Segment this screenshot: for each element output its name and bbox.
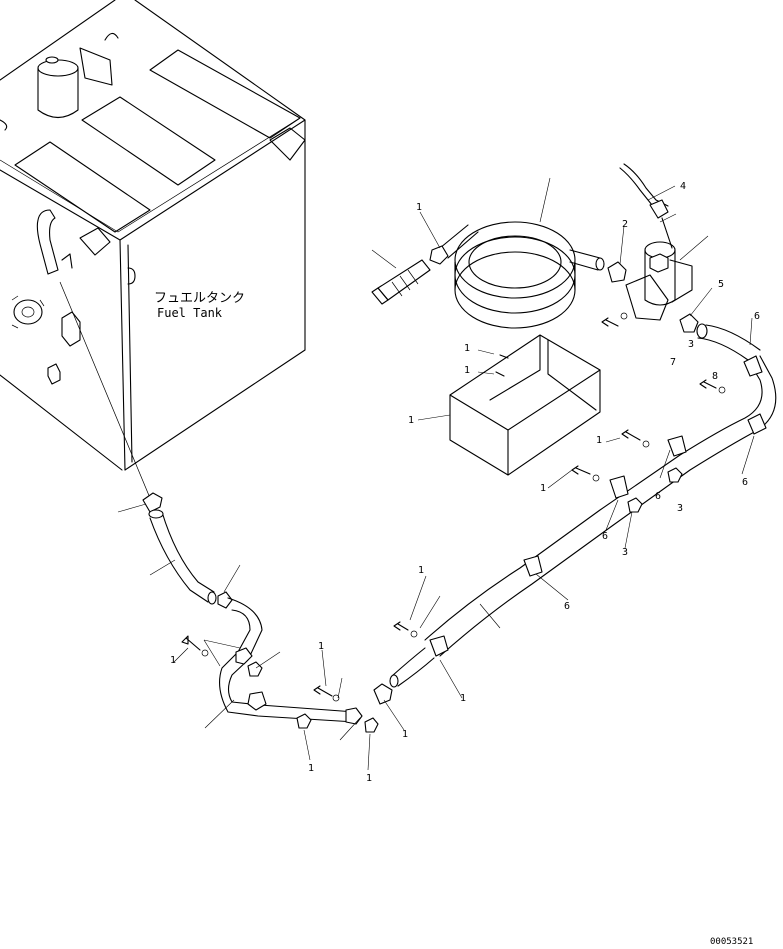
callout-1: 1	[170, 655, 177, 666]
callout-3: 3	[688, 339, 695, 350]
right-pipe-assembly	[389, 323, 777, 688]
fuel-tank-label-jp: フュエルタンク	[154, 291, 246, 306]
callout-6: 6	[564, 601, 571, 612]
callout-1: 1	[540, 483, 547, 494]
callout-1: 1	[308, 763, 315, 774]
callout-1: 1	[464, 365, 471, 376]
left-pipe-assembly	[142, 492, 393, 733]
leader-lines	[117, 177, 755, 771]
callout-4: 4	[680, 181, 687, 192]
callout-1: 1	[416, 202, 423, 213]
fuel-tank	[0, 0, 306, 471]
fuel-tank-label-en: Fuel Tank	[157, 306, 223, 320]
callout-2: 2	[622, 219, 629, 230]
callout-1: 1	[366, 773, 373, 784]
callout-3: 3	[677, 503, 684, 514]
callout-5: 5	[718, 279, 725, 290]
callout-6: 6	[655, 491, 662, 502]
tray	[449, 334, 601, 476]
callout-1: 1	[418, 565, 425, 576]
drain-leader	[59, 281, 151, 499]
pump	[601, 163, 699, 333]
hose-coil	[371, 221, 605, 329]
drawing-code: 00053521	[710, 937, 754, 947]
callout-6: 6	[602, 531, 609, 542]
callout-1: 1	[464, 343, 471, 354]
callout-1: 1	[596, 435, 603, 446]
callout-1: 1	[460, 693, 467, 704]
callout-3: 3	[622, 547, 629, 558]
callout-7: 7	[670, 357, 677, 368]
callout-1: 1	[408, 415, 415, 426]
callout-6: 6	[754, 311, 761, 322]
callout-1: 1	[402, 729, 409, 740]
callout-8: 8	[712, 371, 719, 382]
callout-1: 1	[318, 641, 325, 652]
callout-6: 6	[742, 477, 749, 488]
